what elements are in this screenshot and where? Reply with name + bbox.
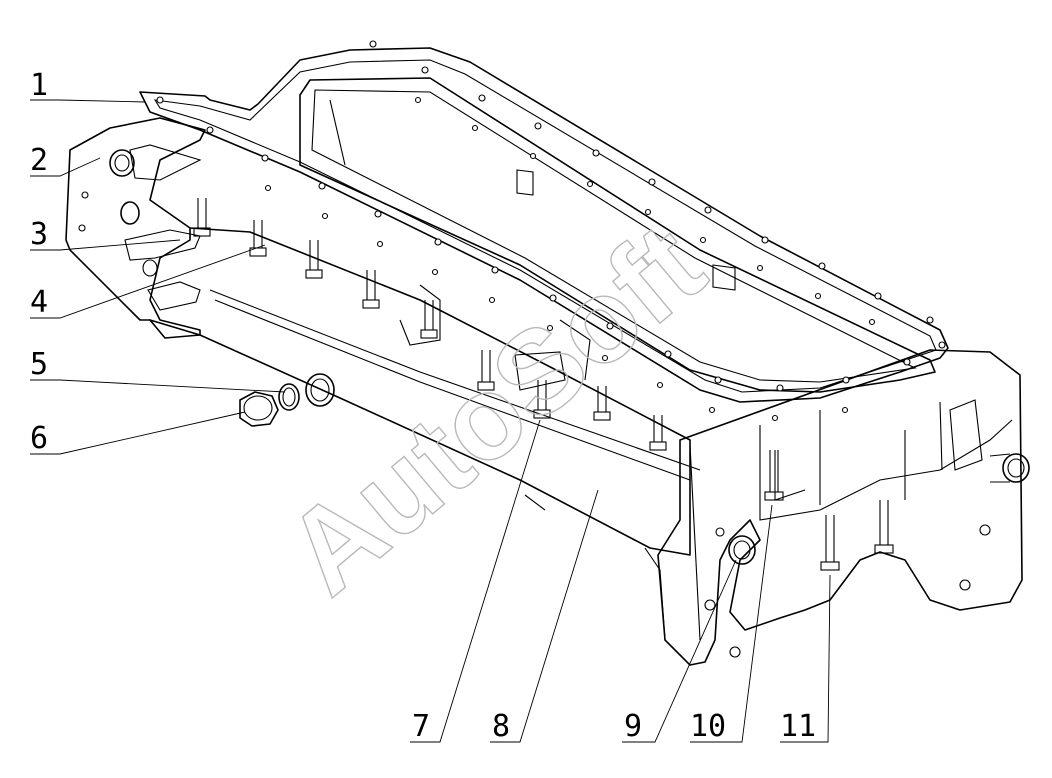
callout-1: 1: [30, 68, 48, 103]
flange-holes: [264, 96, 876, 422]
callout-4: 4: [30, 285, 48, 320]
callout-3: 3: [30, 217, 48, 252]
callout-labels: 1 2 3 4 5 6 7 8 9 10 11: [30, 68, 816, 744]
callout-5: 5: [30, 347, 48, 382]
callout-10: 10: [690, 709, 726, 744]
oil-pan-body: [65, 77, 1023, 666]
gasket-bolt-holes: [156, 40, 946, 392]
callout-8: 8: [492, 709, 510, 744]
side-bolts: [193, 198, 667, 451]
bushings: [78, 149, 1030, 658]
callout-2: 2: [30, 143, 48, 178]
leader-lines: [30, 99, 831, 743]
end-bolts: [764, 450, 894, 571]
callout-6: 6: [30, 421, 48, 456]
drain-plug-assembly: [239, 373, 335, 427]
callout-7: 7: [412, 709, 430, 744]
callout-11: 11: [780, 709, 816, 744]
callout-9: 9: [624, 709, 642, 744]
